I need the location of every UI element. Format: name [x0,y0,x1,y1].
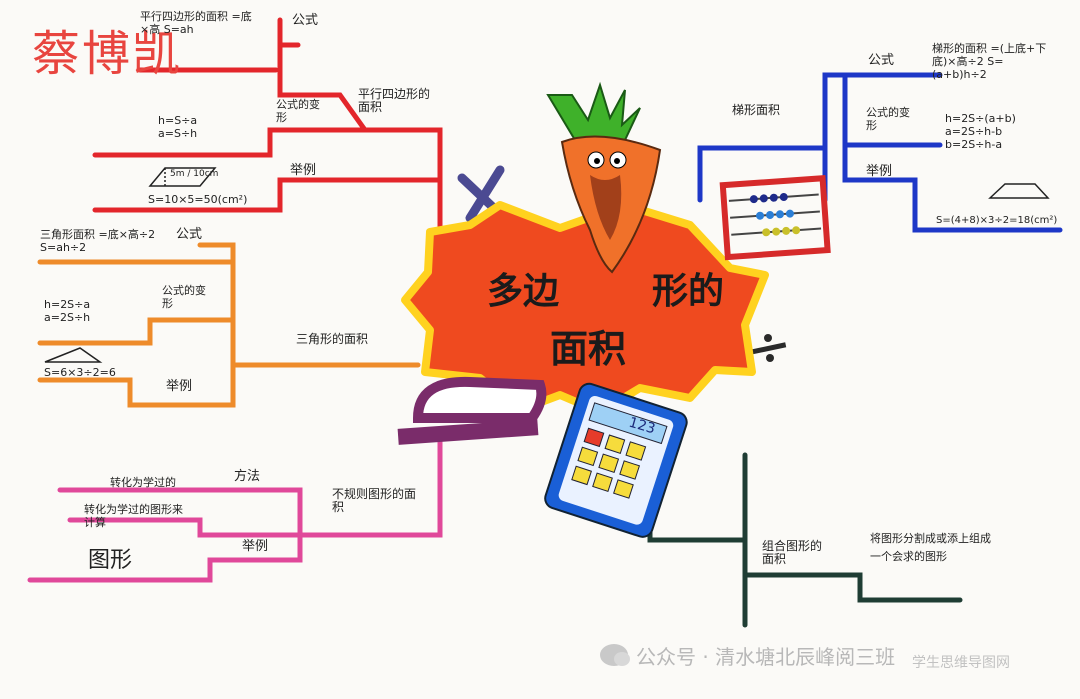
irregular-method-text: 转化为学过的 [110,476,176,489]
footer-account-name: 公众号 · 清水塘北辰峰阅三班 [636,644,896,669]
triangle-example-label: 举例 [166,379,193,394]
parallelogram-variant-label: 公式的变形 [276,98,320,124]
trapezoid-title: 梯形面积 [732,103,781,117]
irregular-example-label: 举例 [242,539,269,554]
parallelogram-branch-lines [92,17,443,243]
abacus-drawing [719,175,831,261]
footer-account: 公众号 · 清水塘北辰峰阅三班 [600,640,895,670]
trapezoid-formula-label: 公式 [868,53,895,68]
irregular-method-label: 方法 [234,469,261,484]
parallelogram-example-text: S=10×5=50(cm²) [148,193,248,206]
triangle-branch-lines [37,242,421,408]
irregular-example-text: 图形 [88,548,133,573]
triangle-variant-label: 公式的变形 [162,284,206,310]
trapezoid-example-text: S=(4+8)×3÷2=18(cm²) [936,215,1058,226]
triangle-example-figure [44,347,103,363]
composite-text: 将图形分割成或添上组成一个会求的图形 [870,532,991,563]
wechat-icon [600,644,630,666]
triangle-variant-text: h=2S÷a a=2S÷h [44,298,91,324]
trapezoid-formula-text: 梯形的面积 =(上底+下底)×高÷2 S=(a+b)h÷2 [932,42,1047,81]
parallelogram-example-fig-label: 5m / 10cm [170,169,219,179]
trapezoid-example-figure [988,183,1050,199]
parallelogram-title: 平行四边形的面积 [358,87,431,114]
triangle-example-text: S=6×3÷2=6 [44,366,116,379]
triangle-formula-label: 公式 [176,227,203,242]
parallelogram-formula-text: 平行四边形的面积 =底×高 S=ah [140,10,252,36]
parallelogram-example-figure [148,167,217,187]
irregular-title: 不规则图形的面积 [332,487,417,514]
trapezoid-example-label: 举例 [866,164,893,179]
central-title-part-3: 面积 [550,327,627,371]
parallelogram-example-label: 举例 [290,163,317,178]
author-name: 蔡博凯 [32,26,183,82]
calculator-drawing [544,382,688,538]
central-title-part-2: 形的 [652,271,725,312]
trapezoid-variant-label: 公式的变形 [866,106,910,132]
parallelogram-variant-text: h=S÷a a=S÷h [158,114,198,140]
irregular-method-text-2: 转化为学过的图形来计算 [84,503,183,529]
carrot-character [546,81,662,274]
triangle-title: 三角形的面积 [296,332,369,346]
trapezoid-variant-text: h=2S÷(a+b) a=2S÷h-b b=2S÷h-a [945,112,1016,151]
composite-title: 组合图形的面积 [762,539,823,566]
footer-watermark: 学生思维导图网 [912,655,1010,671]
parallelogram-formula-label: 公式 [292,13,319,28]
central-title-part-1: 多边 [487,271,560,312]
triangle-formula-text: 三角形面积 =底×高÷2 S=ah÷2 [40,228,156,254]
divide-symbol [749,334,787,362]
irregular-branch-lines [27,437,443,583]
trapezoid-branch-lines [697,72,1063,233]
protractor-drawing [397,376,547,445]
